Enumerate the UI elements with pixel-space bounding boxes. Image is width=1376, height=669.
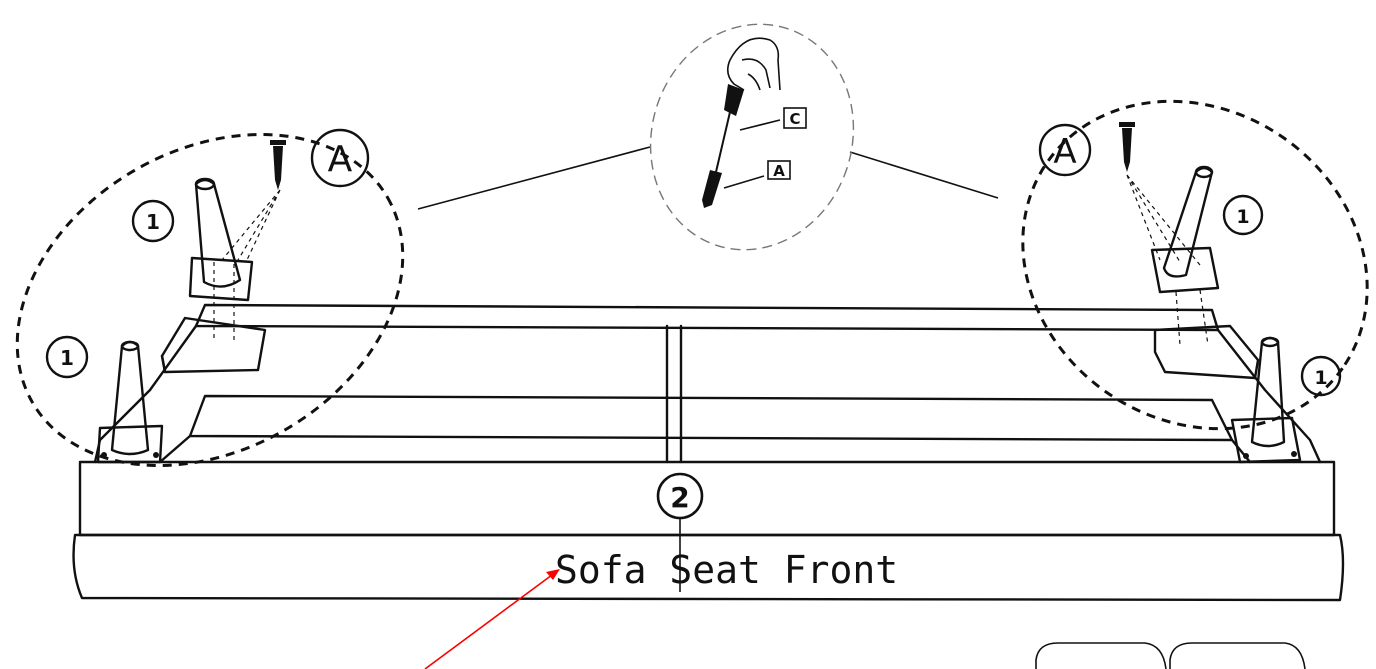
part-a-label: A: [1053, 132, 1076, 172]
sofa-leg-icon: [1230, 336, 1302, 464]
sofa-leg-icon: [1150, 165, 1220, 346]
pointer-arrow: [424, 569, 560, 669]
tool-a-label: A: [773, 162, 785, 180]
leg-number-label: 1: [146, 210, 160, 234]
screw-icon: [1119, 122, 1135, 172]
sofa-leg-icon: [96, 340, 164, 464]
sofa-leg-icon: [188, 177, 254, 340]
leg-badge: [131, 199, 175, 243]
screw-icon: [270, 140, 286, 190]
tool-c-label: C: [789, 110, 800, 128]
leg-badge: [45, 335, 89, 379]
leg-number-label: 1: [1314, 367, 1327, 389]
leg-number-label: 1: [60, 346, 74, 370]
tool-c-badge: [783, 107, 807, 129]
sofa-seat-front-label: Sofa Seat Front: [555, 548, 898, 592]
tool-a-badge: [767, 160, 791, 180]
screw-icon: [702, 170, 722, 208]
part-a-label: A: [328, 139, 353, 180]
hand-icon: [726, 37, 781, 91]
part-a-badge: [1038, 123, 1092, 177]
part-a-badge: [310, 128, 370, 188]
leg-badge: [1300, 355, 1342, 397]
bottom-right-tabs: [1035, 642, 1306, 669]
part-2-label: 2: [670, 481, 689, 514]
leg-number-label: 1: [1236, 206, 1249, 228]
part-2-badge: [656, 472, 704, 520]
left-detail-callout: A 1 1: [15, 128, 651, 467]
sofa-seat-front: [72, 460, 1345, 602]
screwdriver-detail: C A: [649, 23, 855, 251]
leg-badge: [1222, 194, 1264, 236]
